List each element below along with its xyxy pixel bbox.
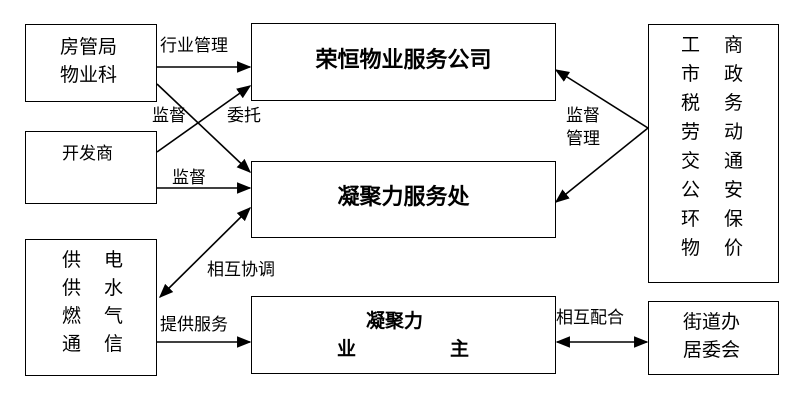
utility-telecom-a: 通 (62, 333, 82, 355)
gov-dept-char: 保 (724, 208, 744, 230)
gov-dept-char: 交 (681, 150, 701, 172)
arrow-supervise-office (156, 83, 252, 173)
gov-dept-char: 通 (724, 150, 744, 172)
community-line1: 街道办 (683, 311, 741, 333)
gov-dept-char: 市 (681, 63, 701, 85)
label-mutual-coop: 相互配合 (556, 308, 624, 328)
label-entrust: 委托 (227, 106, 261, 126)
utility-water-a: 供 (62, 277, 82, 299)
utility-power-b: 电 (104, 249, 124, 271)
owner-line2-a: 业 (337, 338, 357, 360)
arrow-gov-office (554, 127, 649, 203)
housing-dept-line1: 房管局 (60, 36, 118, 58)
owner-line1: 凝聚力 (366, 310, 424, 332)
housing-dept-line2: 物业科 (60, 64, 118, 86)
community-line2: 居委会 (683, 339, 741, 361)
service-office-box (251, 161, 556, 238)
gov-dept-char: 安 (724, 179, 744, 201)
community-box (648, 301, 779, 375)
utility-gas-b: 气 (104, 305, 124, 327)
utility-power-a: 供 (62, 249, 82, 271)
gov-dept-char: 环 (681, 208, 701, 230)
company-label: 荣恒物业服务公司 (315, 48, 492, 73)
gov-dept-char: 政 (724, 63, 744, 85)
gov-dept-char: 价 (724, 237, 744, 259)
gov-dept-char: 公 (681, 179, 701, 201)
utility-water-b: 水 (104, 277, 124, 299)
label-supervise-1: 监督 (152, 106, 186, 126)
gov-dept-char: 税 (681, 92, 701, 114)
gov-dept-char: 工 (681, 34, 701, 56)
owner-box (251, 296, 556, 374)
label-provide-service: 提供服务 (160, 315, 228, 335)
gov-dept-char: 动 (724, 121, 744, 143)
gov-dept-char: 务 (724, 92, 744, 114)
label-supervise-2: 监督 (172, 168, 206, 188)
gov-dept-char: 物 (681, 237, 701, 259)
gov-dept-char: 劳 (681, 121, 701, 143)
developer-label: 开发商 (62, 144, 113, 164)
label-supervise-mgmt-1: 监督 (566, 106, 600, 126)
gov-dept-char: 商 (724, 34, 744, 56)
arrow-mutual-coord (158, 206, 252, 299)
service-office-label: 凝聚力服务处 (337, 185, 470, 210)
gov-depts-box (648, 24, 779, 283)
owner-line2-b: 主 (450, 338, 470, 360)
label-supervise-mgmt-2: 管理 (566, 129, 600, 149)
label-industry-mgmt: 行业管理 (160, 36, 228, 56)
arrow-gov-company (554, 69, 649, 129)
developer-box (25, 131, 157, 204)
housing-dept-box (25, 24, 157, 102)
utility-telecom-b: 信 (104, 333, 124, 355)
company-box (251, 23, 556, 101)
arrow-entrust (156, 85, 252, 153)
utilities-box (25, 239, 157, 376)
label-mutual-coord: 相互协调 (207, 260, 275, 280)
utility-gas-a: 燃 (62, 305, 82, 327)
